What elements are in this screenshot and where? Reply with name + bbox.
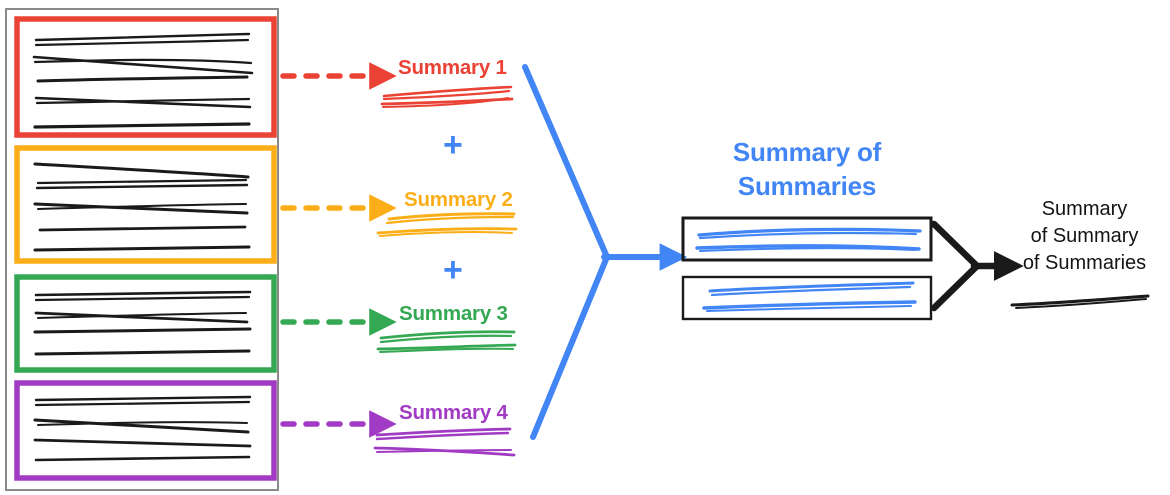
source-chunk-1 [14, 16, 277, 138]
summary-2-squiggle [376, 212, 518, 237]
final-title-line-3: of Summaries [1022, 252, 1147, 274]
chunk-4-text-lines [33, 395, 252, 462]
chunk-3-text-lines [33, 290, 252, 356]
summary-2-label: Summary 2 [404, 188, 513, 211]
chunk-2-text-lines [33, 162, 251, 252]
source-chunk-3 [14, 274, 277, 373]
plus-operator-1: + [443, 126, 463, 164]
summary-4-squiggle [373, 427, 516, 457]
blue-merge-arrow [522, 64, 688, 440]
summary-3-squiggle [376, 330, 517, 353]
summary-of-summaries-box-2 [681, 275, 933, 321]
plus-operator-2: + [443, 251, 463, 289]
final-output-squiggle [1010, 294, 1150, 309]
final-title-line-1: Summary [1041, 198, 1128, 220]
sos-title-line-2: Summaries [737, 171, 877, 202]
summary-4-label: Summary 4 [399, 401, 508, 424]
summary-of-summaries-title: Summary of Summaries [680, 135, 934, 204]
source-chunk-2 [14, 145, 277, 264]
source-chunk-4 [14, 380, 277, 481]
final-output-title: Summary of Summary of Summaries [1012, 196, 1157, 277]
source-document-outline [5, 8, 279, 491]
chunk-1-text-lines [32, 32, 254, 129]
sos-title-line-1: Summary of [732, 137, 882, 167]
summary-1-label: Summary 1 [398, 56, 507, 79]
black-merge-arrow [930, 220, 1024, 312]
summary-3-label: Summary 3 [399, 302, 508, 325]
final-title-line-2: of Summary [1030, 225, 1139, 247]
summary-1-squiggle [380, 85, 514, 108]
summary-of-summaries-box-1 [681, 216, 933, 262]
